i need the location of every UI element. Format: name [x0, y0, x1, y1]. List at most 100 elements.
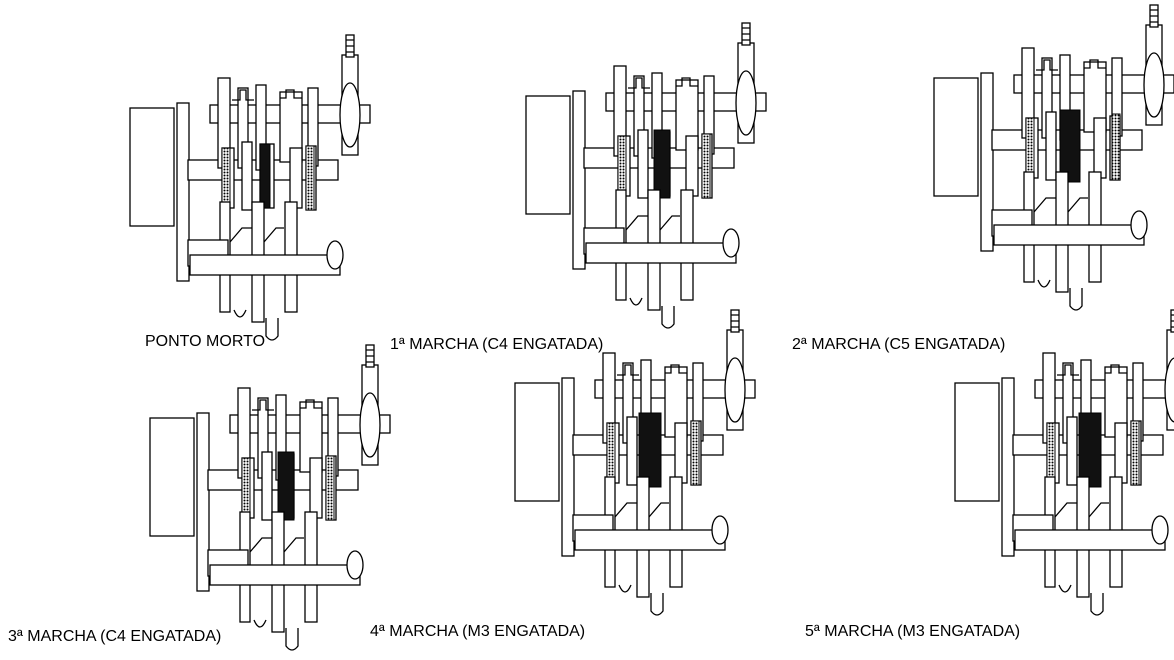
connecting-rods — [629, 297, 675, 329]
crank-pins — [614, 502, 669, 518]
transmission-diagram-gear-4 — [514, 309, 756, 616]
crankshaft — [1014, 529, 1166, 551]
chain-segments — [1171, 314, 1174, 328]
clutch-plate — [176, 102, 190, 282]
clutch-plate — [572, 90, 586, 270]
clutch-housing — [514, 382, 560, 502]
transmission-diagram-neutral — [129, 34, 371, 341]
crankshaft — [574, 529, 726, 551]
crank-end — [1130, 210, 1148, 240]
engaged-gear-1 — [1025, 117, 1035, 179]
upper-collar-1 — [1057, 364, 1079, 376]
panel-gear-4 — [514, 305, 775, 625]
caption-gear-1: 1ª MARCHA (C4 ENGATADA) — [390, 336, 604, 353]
sprocket-wheel — [735, 70, 757, 136]
caption-gear-3: 3ª MARCHA (C4 ENGATADA) — [8, 628, 222, 645]
upper-collar-2 — [665, 364, 687, 374]
clutch-housing — [129, 107, 175, 227]
clutch-plate — [1001, 377, 1015, 557]
panel-gear-1 — [525, 18, 786, 338]
lower-gear-2 — [626, 416, 638, 486]
crank-pins — [1054, 502, 1109, 518]
engaged-gear-2 — [1059, 109, 1081, 183]
engaged-gear-3 — [1130, 420, 1140, 486]
lower-gear-4 — [1093, 117, 1107, 179]
panel-neutral — [129, 30, 390, 350]
upper-collar-2 — [300, 399, 322, 409]
crank-end — [722, 228, 740, 258]
sprocket-wheel — [724, 357, 746, 423]
crank-end — [346, 550, 364, 580]
crankshaft — [209, 564, 361, 586]
lower-gear-4 — [309, 457, 323, 519]
lower-gear-2 — [1045, 111, 1057, 181]
engaged-gear-2 — [1078, 412, 1102, 488]
engaged-gear-2 — [653, 129, 671, 199]
transmission-diagram-gear-2 — [933, 4, 1174, 311]
crankshaft — [189, 254, 341, 276]
lower-gear-2 — [1066, 416, 1078, 486]
lower-gear-2 — [241, 141, 253, 211]
crank-pins — [249, 537, 304, 553]
upper-collar-1 — [628, 77, 650, 89]
chain-segments — [742, 27, 750, 41]
engaged-gear-1 — [1046, 422, 1056, 484]
crank-end — [711, 515, 729, 545]
upper-collar-1 — [252, 399, 274, 411]
crankshaft — [585, 242, 737, 264]
lower-gear-4 — [674, 422, 688, 484]
transmission-diagram-gear-3 — [149, 344, 391, 651]
chain-segments — [1150, 9, 1158, 23]
clutch-plate — [980, 72, 994, 252]
crank-end — [1151, 515, 1169, 545]
engaged-gear-1 — [221, 147, 231, 209]
engaged-gear-2 — [638, 412, 662, 488]
panel-gear-3 — [149, 340, 410, 660]
upper-collar-2 — [676, 77, 698, 87]
upper-collar-1 — [232, 89, 254, 101]
lower-gear-2 — [261, 451, 273, 521]
sprocket-wheel — [1164, 357, 1174, 423]
connecting-rods — [1037, 279, 1083, 311]
chain-segments — [366, 349, 374, 363]
upper-collar-2 — [280, 89, 302, 99]
clutch-housing — [525, 95, 571, 215]
crankshaft — [993, 224, 1145, 246]
engaged-gear-1 — [606, 422, 616, 484]
caption-neutral: PONTO MORTO — [145, 333, 266, 350]
caption-gear-2: 2ª MARCHA (C5 ENGATADA) — [792, 336, 1006, 353]
engaged-gear-3 — [1111, 113, 1121, 181]
engaged-gear-1 — [617, 135, 627, 197]
sprocket-wheel — [359, 392, 381, 458]
panel-gear-2 — [933, 0, 1174, 320]
engaged-gear-1 — [241, 457, 251, 519]
chain-segments — [731, 314, 739, 328]
engaged-gear-3 — [701, 133, 711, 199]
sprocket-wheel — [339, 82, 361, 148]
engaged-gear-3 — [325, 455, 335, 521]
connecting-rods — [233, 309, 279, 341]
upper-collar-2 — [1084, 59, 1106, 69]
lower-gear-4 — [1114, 422, 1128, 484]
clutch-plate — [196, 412, 210, 592]
lower-gear-4 — [685, 135, 699, 197]
clutch-housing — [933, 77, 979, 197]
crank-end — [326, 240, 344, 270]
sprocket-wheel — [1143, 52, 1165, 118]
transmission-diagram-gear-1 — [525, 22, 767, 329]
engaged-gear-2 — [259, 143, 271, 209]
upper-collar-1 — [1036, 59, 1058, 71]
panel-gear-5 — [954, 305, 1174, 625]
engaged-gear-3 — [690, 420, 700, 486]
clutch-housing — [954, 382, 1000, 502]
upper-collar-2 — [1105, 364, 1127, 374]
clutch-housing — [149, 417, 195, 537]
crank-pins — [625, 215, 680, 231]
chain-segments — [346, 39, 354, 53]
caption-gear-5: 5ª MARCHA (M3 ENGATADA) — [805, 623, 1021, 640]
transmission-diagram-gear-5 — [954, 309, 1174, 616]
lower-gear-2 — [637, 129, 649, 199]
engaged-gear-2 — [277, 451, 295, 521]
connecting-rods — [1058, 584, 1104, 616]
lower-gear-4 — [289, 147, 303, 209]
